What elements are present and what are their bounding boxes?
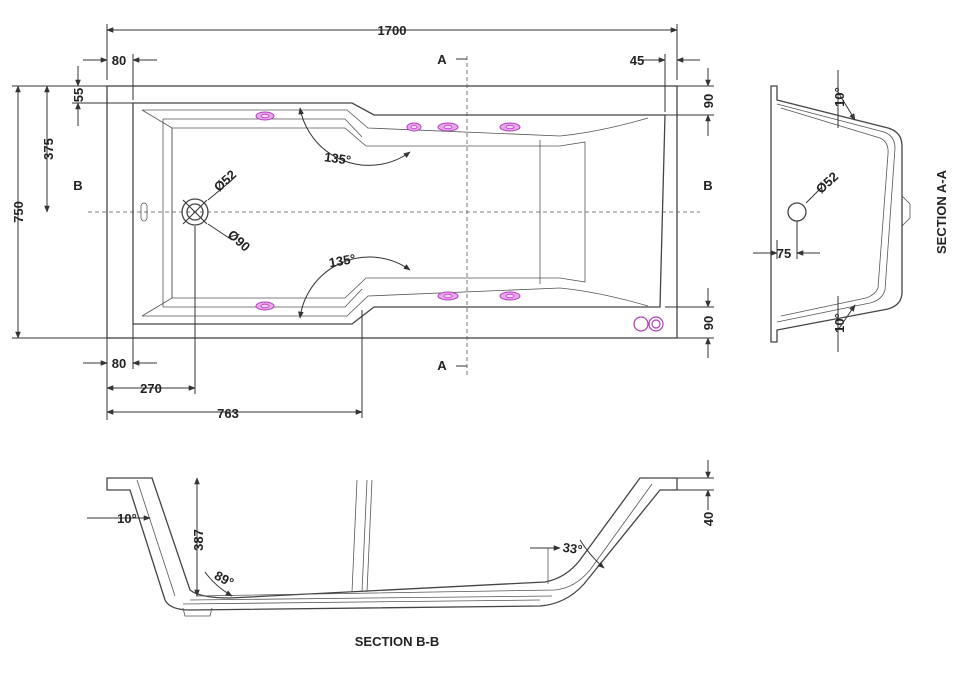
section-aa-waste <box>787 202 807 222</box>
section-bb-corner-angle: 89° <box>212 568 236 590</box>
section-bb-left-angle: 10° <box>117 511 137 526</box>
section-aa-top-angle: 10° <box>832 87 847 107</box>
section-aa-view: 10° 10° Ø52 75 SECTION A-A <box>753 70 949 352</box>
dim-half-width: 375 <box>41 138 56 160</box>
dim-step-offset: 763 <box>217 406 239 421</box>
section-b-left-label: B <box>73 178 82 193</box>
dim-overall-width: 750 <box>11 201 26 223</box>
bowl-rim <box>132 102 666 325</box>
section-aa-waste-offset: 75 <box>777 246 791 261</box>
section-b-right-label: B <box>703 178 712 193</box>
waste-outer-dia-label: Ø90 <box>225 227 253 255</box>
section-bb-slope-angle: 33° <box>562 540 584 558</box>
lower-angle-label: 135° <box>328 251 357 270</box>
dim-left-rim: 80 <box>112 53 126 68</box>
whirlpool-jets <box>255 111 521 311</box>
control-button <box>648 316 664 332</box>
dim-right-bottom-step: 90 <box>701 316 716 330</box>
control-button <box>633 316 649 332</box>
section-bb-title: SECTION B-B <box>355 634 440 649</box>
waste-dia-label: Ø52 <box>211 167 239 195</box>
dim-right-top-step: 90 <box>701 94 716 108</box>
section-aa-title: SECTION A-A <box>934 169 949 254</box>
section-bb-view: 10° 387 89° 33° 40 SECTION B-B <box>87 460 716 649</box>
section-aa-outline <box>770 85 903 343</box>
bowl-floor <box>171 127 586 299</box>
dim-overall-length: 1700 <box>378 23 407 38</box>
section-a-top-label: A <box>437 52 447 67</box>
dim-right-rim: 45 <box>630 53 644 68</box>
section-aa-bottom-angle: 10° <box>832 313 847 333</box>
section-bb-rim-height: 40 <box>701 512 716 526</box>
upper-angle-label: 135° <box>323 149 352 168</box>
section-bb-depth: 387 <box>191 529 206 551</box>
dim-top-rim: 55 <box>71 88 86 102</box>
bowl-edge <box>142 109 649 137</box>
dim-waste-offset: 270 <box>140 381 162 396</box>
plan-view: 1700 80 45 A A B B 55 375 750 90 90 80 2… <box>11 23 716 421</box>
section-a-bottom-label: A <box>437 358 447 373</box>
dim-bottom-left-rim: 80 <box>112 356 126 371</box>
